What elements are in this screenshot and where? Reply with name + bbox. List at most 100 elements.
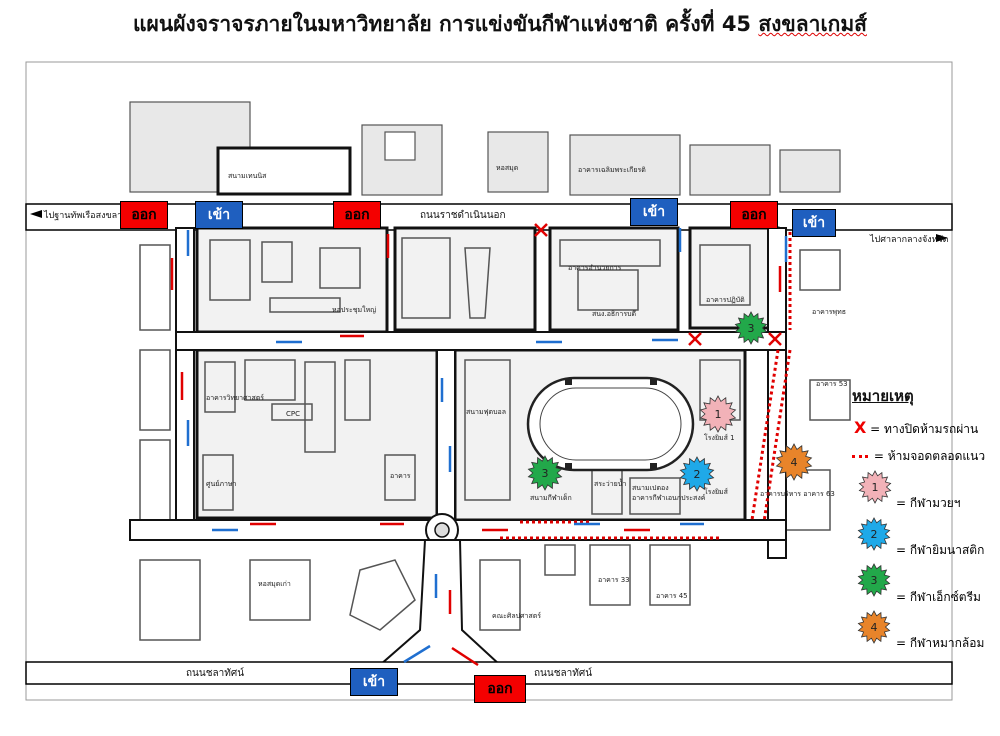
venue-star-icon [527, 455, 563, 491]
arrow-red-icon [451, 646, 479, 667]
west-arrow-icon [30, 210, 42, 218]
legend-sport-2-text: = กีฬายิมนาสติก [896, 543, 985, 557]
venue-marker-1: 1 [699, 395, 737, 433]
building-label: อาคารเฉลิมพระเกียรติ [578, 166, 646, 174]
venue-star-icon [858, 470, 892, 504]
building-label: อาคารปฏิบัติ [706, 296, 745, 304]
building-label: หอสมุด [496, 164, 518, 172]
gate-enter: เข้า [630, 198, 678, 226]
venue-marker-4: 4 [775, 443, 813, 481]
gate-exit: ออก [333, 201, 381, 229]
map-title: แผนผังจราจรภายในมหาวิทยาลัย การแข่งขันกี… [0, 8, 1000, 41]
red-arrows [170, 234, 782, 667]
tennis-block [216, 146, 352, 196]
legend: หมายเหตุ [852, 384, 1000, 414]
closed-road-marks [534, 223, 782, 346]
venue-number: 2 [871, 528, 878, 541]
closed-x-icon [534, 223, 548, 237]
gate-exit: ออก [730, 201, 778, 229]
dotted-line-icon [852, 455, 868, 458]
closed-x-icon [768, 332, 782, 346]
building-label: ศูนย์ภาษา [206, 480, 236, 488]
no-parking-lines [500, 232, 792, 540]
building-label: สนามเทนนิส [228, 172, 267, 180]
building-label: โรงยิมส์ 1 [704, 433, 735, 442]
building-label: สนามเปตอง [632, 484, 669, 492]
building-label: CPC [286, 410, 300, 418]
building-label: อาคาร 53 [816, 380, 848, 388]
venue-star-icon [857, 517, 891, 551]
map-title-sub: สงขลาเกมส์ [758, 12, 867, 36]
building-label: สระว่ายน้ำ [594, 477, 627, 488]
athletics-track [526, 376, 695, 472]
traffic-arrows [170, 228, 788, 667]
gate-enter: เข้า [195, 201, 243, 229]
legend-no-parking-row: = ห้ามจอดตลอดแนว [852, 447, 985, 466]
legend-closed-row: X = ทางปิดห้ามรถผ่าน [854, 418, 978, 439]
block-c [548, 226, 680, 332]
venue-number: 4 [791, 456, 798, 469]
building-label: อาคารพุทธ [812, 308, 846, 316]
road-east-label: ไปศาลากลางจังหวัด [869, 234, 949, 245]
building-label: หอประชุมใหญ่ [332, 305, 376, 314]
road-mid [175, 331, 787, 351]
block-library [487, 131, 549, 193]
gate-enter: เข้า [792, 209, 836, 237]
building-outlines [139, 237, 851, 641]
legend-sport-4-text: = กีฬาหมากล้อม [896, 636, 985, 650]
building-label: อาคาร [390, 472, 411, 480]
block-n3 [569, 134, 681, 196]
block-d [688, 226, 780, 330]
venue-star-icon [857, 610, 891, 644]
building-label: อาคาร 33 [598, 576, 630, 584]
legend-marker-4: 4 [857, 610, 891, 644]
legend-sport-1-text: = กีฬามวยฯ [896, 496, 961, 510]
building-label: สนง.อธิการบดี [592, 310, 636, 318]
gate-exit: ออก [474, 675, 526, 703]
arrow-blue-icon [403, 644, 431, 664]
venue-number: 3 [748, 322, 755, 335]
venue-number: 4 [871, 621, 878, 634]
road-south-label-right: ถนนชลาทัศน์ [534, 667, 592, 679]
block-n2-inner [384, 131, 416, 161]
venue-star-icon [679, 456, 715, 492]
building-label: หอสมุดเก่า [258, 580, 291, 588]
building-label: คณะศิลปศาสตร์ [492, 612, 541, 620]
legend-marker-2: 2 [857, 517, 891, 551]
north-blocks [129, 101, 841, 196]
venue-number: 1 [872, 481, 879, 494]
building-label: อาคารบริหาร อาคาร 63 [760, 490, 835, 498]
venue-marker-2: 2 [679, 456, 715, 492]
legend-sport-3-text: = กีฬาเอ็กซ์ตรีม [896, 590, 981, 604]
closed-x-icon: X [854, 418, 867, 437]
map-title-main: แผนผังจราจรภายในมหาวิทยาลัย การแข่งขันกี… [133, 12, 759, 36]
gate-enter: เข้า [350, 668, 398, 696]
venue-number: 2 [694, 468, 701, 481]
building-label: อาคารอำนวยการ [568, 264, 622, 272]
closed-x-icon [688, 332, 702, 346]
building-label: โรงยิมส์ [704, 487, 729, 496]
road-south-label-left: ถนนชลาทัศน์ [186, 667, 244, 679]
venue-star-icon [857, 563, 891, 597]
road-north-label: ถนนราชดำเนินนอก [420, 210, 506, 221]
road-center [436, 349, 456, 521]
legend-marker-3: 3 [857, 563, 891, 597]
legend-marker-1: 1 [858, 470, 892, 504]
gate-exit: ออก [120, 201, 168, 229]
legend-closed-text: = ทางปิดห้ามรถผ่าน [870, 422, 979, 436]
building-label: อาคารวิทยาศาสตร์ [206, 394, 264, 402]
legend-title: หมายเหตุ [852, 387, 914, 405]
building-labels: สนามเทนนิส หอสมุด อาคารเฉลิมพระเกียรติ ห… [206, 164, 848, 620]
building-label: อาคาร 45 [656, 592, 688, 600]
building-label: อาคารกีฬาเอนกประสงค์ [632, 494, 706, 502]
venue-star-icon [699, 395, 737, 433]
block-n4 [689, 144, 771, 196]
block-n5 [779, 149, 841, 193]
road-west-label: ไปฐานทัพเรือสงขลา [43, 210, 122, 221]
blue-arrows [186, 228, 788, 664]
east-arrow-icon [936, 234, 948, 242]
venue-markers: 1 2 3 3 4 [527, 311, 813, 492]
venue-marker-3: 3 [527, 455, 563, 491]
venue-number: 3 [871, 574, 878, 587]
